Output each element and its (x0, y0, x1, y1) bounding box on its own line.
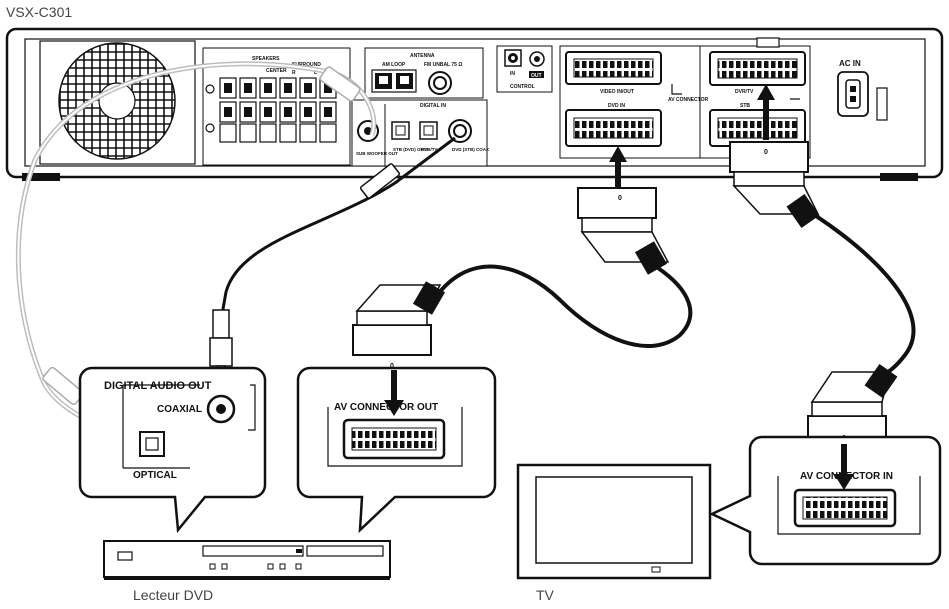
am-loop-label: AM LOOP (382, 62, 406, 68)
dvd-digital-audio-panel: DIGITAL AUDIO OUT COAXIAL OPTICAL (78, 366, 267, 534)
control-out-label: OUT (531, 73, 542, 79)
opt1-label: STB (DVD) OPT1 (393, 147, 429, 152)
scart-plug-mark-dvd-top: 0 (618, 195, 622, 202)
tv-set (516, 463, 712, 580)
subwoofer-label: SUB WOOFER OUT (356, 151, 398, 156)
dvd-player (103, 540, 391, 580)
dvr-tv-label: DVR/TV (735, 89, 754, 95)
coax-label: DVD (STB) COAX (452, 147, 489, 152)
surround-l-label: L (314, 70, 317, 76)
av-connector-out-label: AV CONNECTOR OUT (334, 402, 438, 413)
center-label: CENTER (266, 68, 287, 74)
speaker-terminals: SPEAKERS CENTER SURROUND R L (202, 47, 351, 166)
dvd-in-label: DVD IN (608, 103, 625, 109)
receiver-model-label: VSX-C301 (6, 4, 72, 20)
scart-plug-mark-tv-top: 0 (764, 149, 768, 156)
digital-in-section: DIGITAL IN SUB WOOFER OUT STB (DVD) OPT1… (351, 99, 489, 167)
dvrtv-opt-label: DVR/TV (421, 147, 438, 152)
scart-cable-tv: 0 0 (729, 141, 916, 447)
stb-label: STB (740, 103, 750, 109)
coaxial-label: COAXIAL (157, 404, 202, 415)
video-in-out-label: VIDEO IN/OUT (600, 89, 634, 95)
dvd-player-caption: Lecteur DVD (133, 587, 213, 603)
receiver-rear-panel: SPEAKERS CENTER SURROUND R L (5, 27, 944, 181)
control-section: IN OUT CONTROL (496, 45, 553, 93)
optical-label: OPTICAL (133, 470, 177, 481)
antenna-label: ANTENNA (410, 53, 435, 59)
scart-plug-mark-dvd-bottom: 0 (390, 363, 394, 370)
control-in-label: IN (510, 71, 515, 77)
tv-av-connector-panel: AV CONNECTOR IN (709, 435, 942, 566)
ac-in-socket: AC IN (837, 59, 888, 121)
control-label: CONTROL (510, 84, 535, 90)
av-connector-section: VIDEO IN/OUT AV CONNECTOR DVD IN DVR/TV … (559, 37, 811, 159)
coaxial-cable (209, 136, 456, 383)
av-connector-label: AV CONNECTOR (668, 97, 708, 103)
fan-grill (39, 40, 196, 165)
tv-caption: TV (536, 587, 555, 603)
digital-in-label: DIGITAL IN (420, 103, 446, 109)
scart-cable-dvd: 0 0 (352, 187, 693, 370)
surround-r-label: R (292, 70, 296, 76)
fm-label: FM UNBAL 75 Ω (424, 62, 462, 68)
speakers-label: SPEAKERS (252, 56, 280, 62)
optical-cable (15, 61, 377, 443)
antenna-section: ANTENNA AM LOOP FM UNBAL 75 Ω (364, 47, 484, 99)
insert-arrows-receiver (609, 84, 775, 188)
surround-label: SURROUND (292, 62, 321, 68)
dvd-av-connector-panel: AV CONNECTOR OUT (296, 366, 497, 534)
digital-audio-out-label: DIGITAL AUDIO OUT (104, 380, 212, 392)
ac-in-label: AC IN (839, 59, 861, 68)
